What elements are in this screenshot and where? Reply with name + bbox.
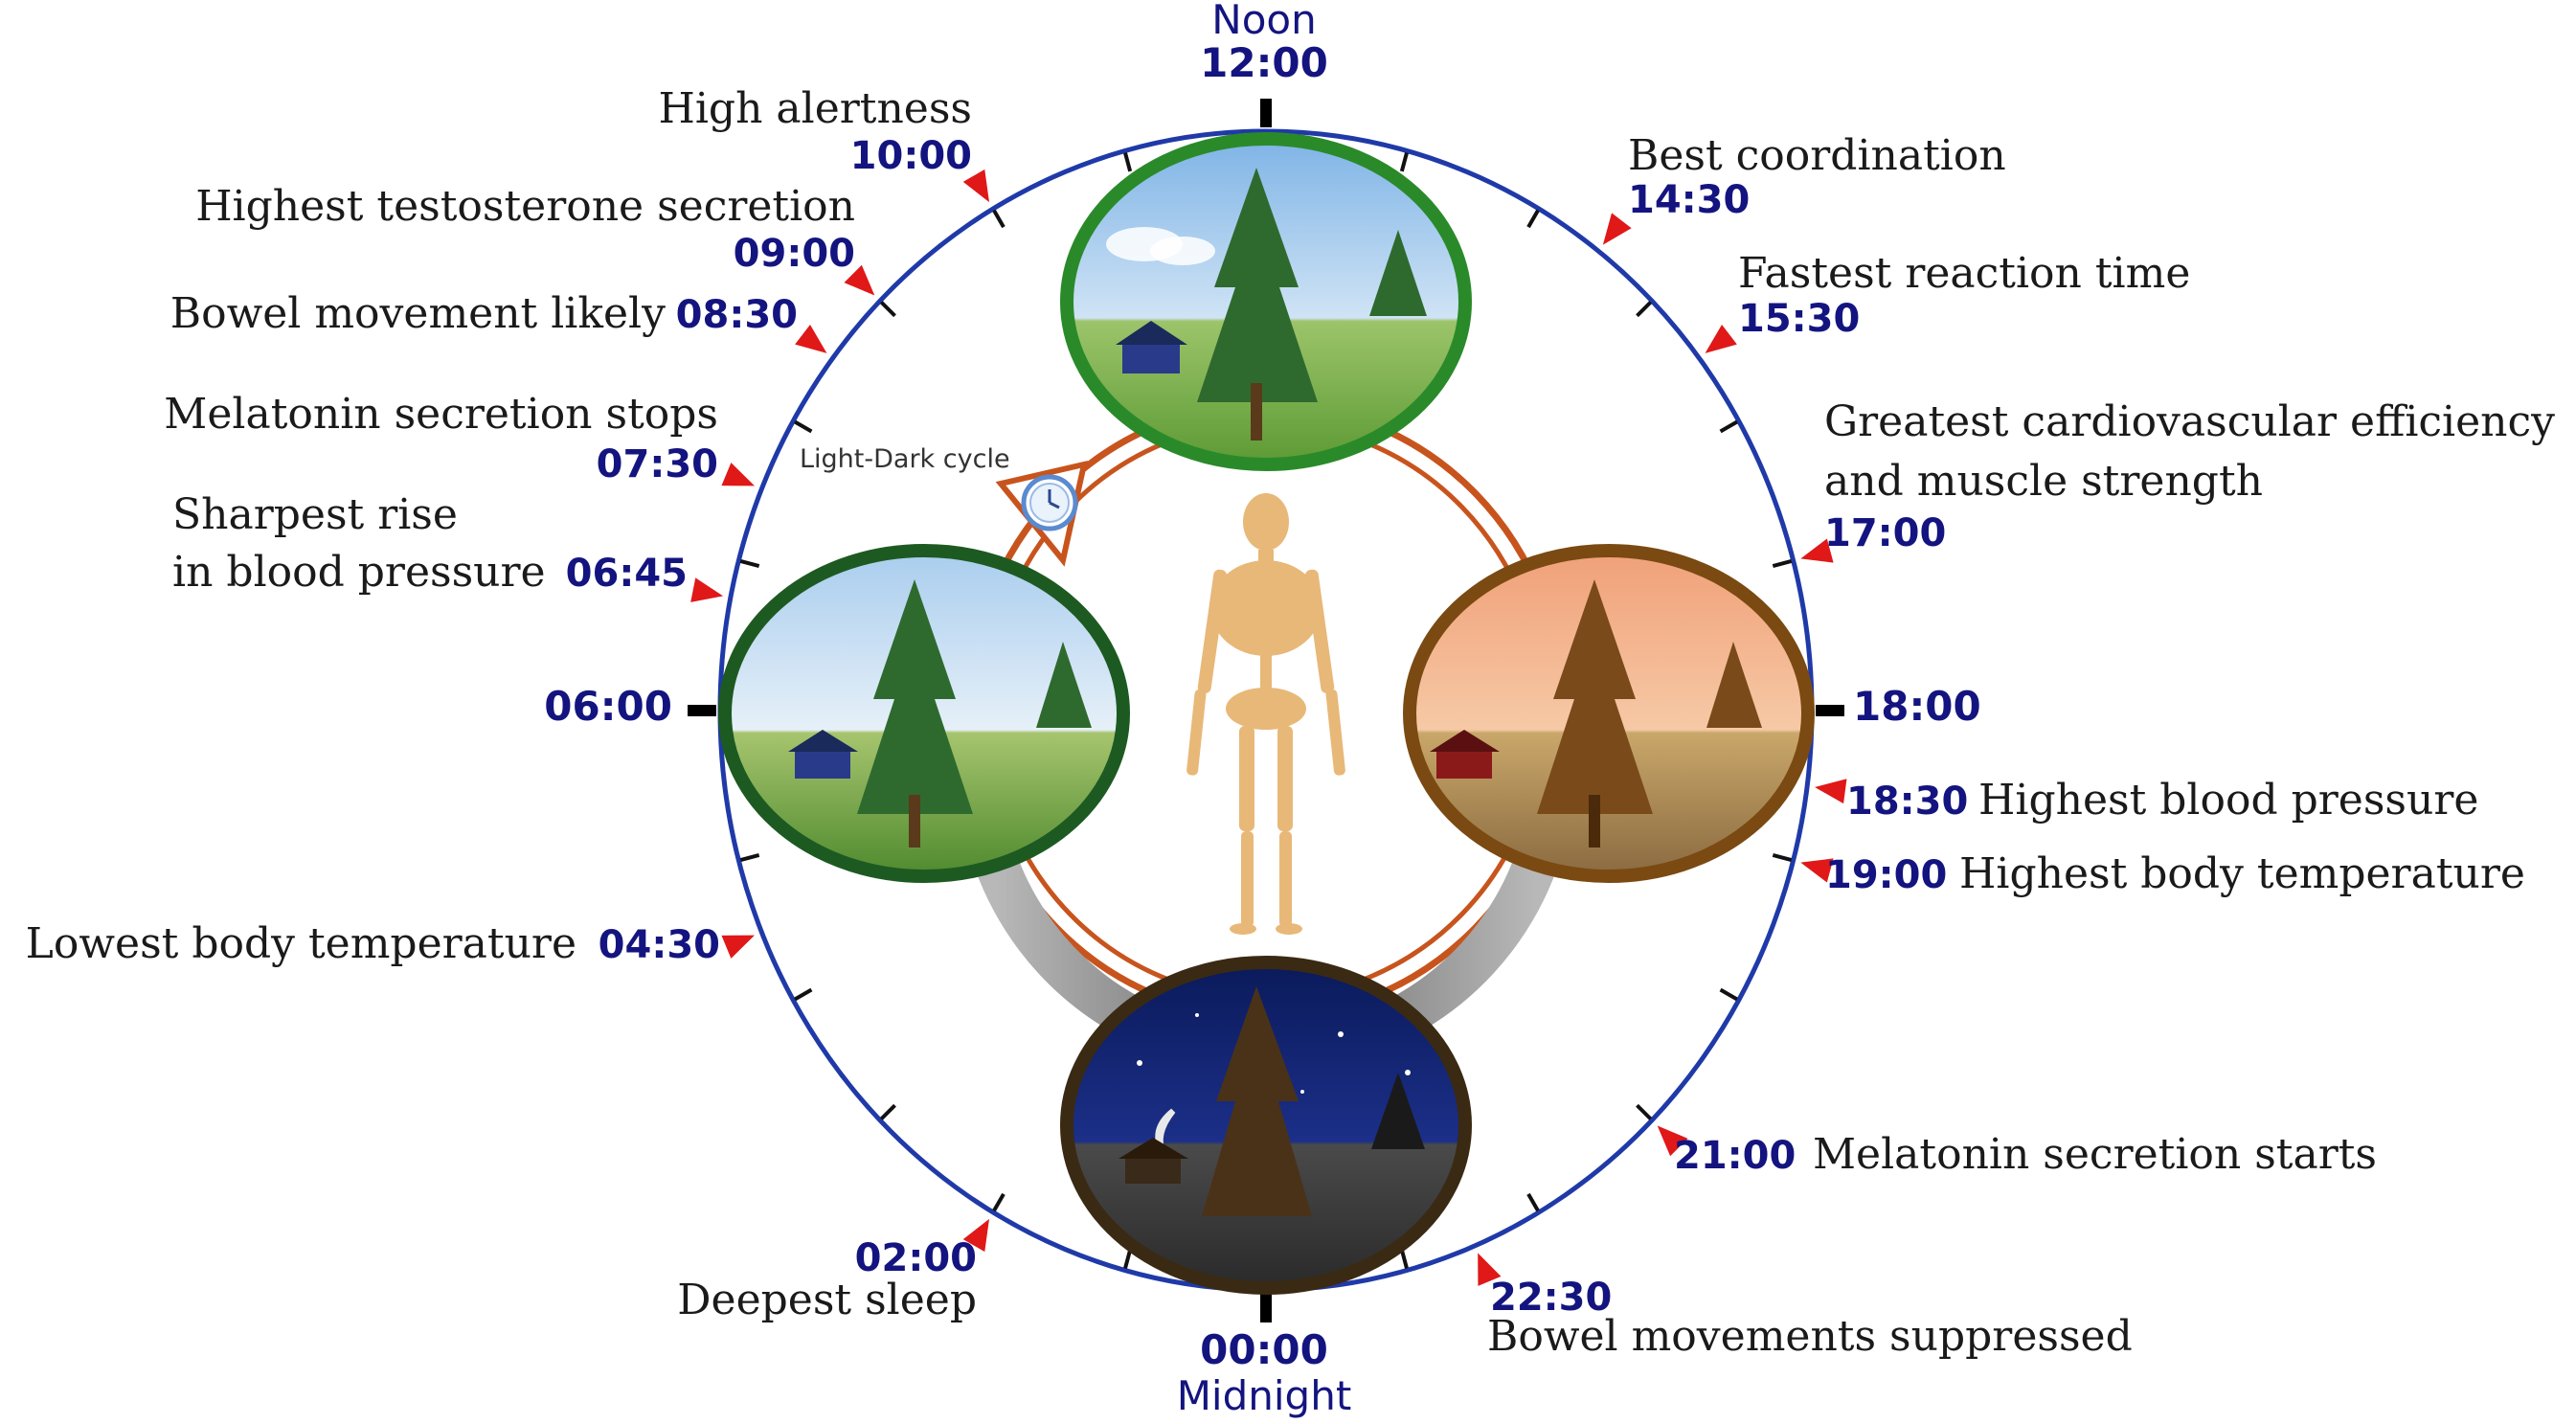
clock-tick-22 bbox=[1528, 1194, 1538, 1210]
clock-tick-02 bbox=[994, 1194, 1004, 1210]
event-time-1700: 17:00 bbox=[1824, 511, 1946, 555]
event-marker-1530 bbox=[1706, 325, 1737, 353]
event-label-1700: Greatest cardiovascular efficiency bbox=[1824, 397, 2555, 446]
event-label-1830: Highest blood pressure bbox=[1978, 776, 2478, 825]
event-time-0900: 09:00 bbox=[734, 232, 855, 276]
event-marker-0730 bbox=[721, 463, 755, 486]
event-time-0645: 06:45 bbox=[566, 552, 688, 596]
night-scene bbox=[1067, 962, 1465, 1288]
event-time-0730: 07:30 bbox=[597, 442, 718, 486]
clock-tick-23 bbox=[1402, 1250, 1407, 1268]
event-time-0430: 04:30 bbox=[599, 923, 720, 967]
clock-tick-16 bbox=[1721, 422, 1737, 432]
event-label-0900: Highest testosterone secretion bbox=[195, 182, 855, 231]
clock-tick-08 bbox=[795, 422, 811, 432]
midnight-time: 00:00 bbox=[1200, 1326, 1328, 1373]
event-marker-0645 bbox=[690, 577, 723, 602]
event-time-2100: 21:00 bbox=[1674, 1134, 1796, 1178]
six-pm-time: 18:00 bbox=[1853, 683, 1981, 730]
event-marker-0830 bbox=[795, 325, 826, 353]
clock-tick-09 bbox=[881, 303, 894, 316]
skeleton-icon bbox=[1186, 493, 1346, 935]
clock-tick-21 bbox=[1637, 1105, 1650, 1119]
event-time-0830: 08:30 bbox=[676, 293, 798, 337]
event-label-0830: Bowel movement likely bbox=[170, 289, 666, 338]
event-time-1830: 18:30 bbox=[1846, 780, 1968, 824]
clock-tick-04 bbox=[795, 990, 811, 1000]
six-am-time: 06:00 bbox=[544, 683, 672, 730]
clock-tick-01 bbox=[1125, 1250, 1130, 1268]
clock-tick-05 bbox=[740, 855, 758, 860]
event-label-0200: Deepest sleep bbox=[677, 1276, 977, 1324]
event-label-0645: Sharpest rise bbox=[172, 490, 458, 539]
event-label-2100: Melatonin secretion starts bbox=[1813, 1130, 2377, 1179]
clock-tick-14 bbox=[1528, 211, 1538, 227]
clock-tick-10 bbox=[994, 211, 1004, 227]
clock-tick-17 bbox=[1773, 561, 1791, 566]
evening-scene bbox=[1410, 551, 1808, 876]
event-label-2230: Bowel movements suppressed bbox=[1487, 1312, 2133, 1361]
event-label-1700-line2: and muscle strength bbox=[1824, 457, 2263, 506]
event-label-0645-line2: in blood pressure bbox=[172, 548, 546, 597]
event-label-1900: Highest body temperature bbox=[1959, 849, 2525, 898]
clock-tick-13 bbox=[1402, 153, 1407, 171]
event-marker-1830 bbox=[1815, 779, 1846, 803]
clock-tick-11 bbox=[1125, 153, 1130, 171]
clock-tick-15 bbox=[1637, 303, 1650, 316]
noon-label: Noon bbox=[1211, 0, 1316, 43]
event-time-1000: 10:00 bbox=[850, 134, 972, 178]
clock-tick-19 bbox=[1773, 855, 1791, 860]
event-label-0730: Melatonin secretion stops bbox=[164, 390, 718, 439]
clock-tick-03 bbox=[881, 1105, 894, 1119]
event-label-1530: Fastest reaction time bbox=[1738, 249, 2190, 298]
event-label-0430: Lowest body temperature bbox=[26, 919, 576, 968]
noon-scene bbox=[1067, 139, 1465, 464]
cycle-label: Light-Dark cycle bbox=[800, 444, 1010, 474]
noon-time: 12:00 bbox=[1200, 39, 1328, 86]
clock-tick-20 bbox=[1721, 990, 1737, 1000]
event-marker-0430 bbox=[721, 936, 755, 959]
event-time-1430: 14:30 bbox=[1628, 178, 1750, 222]
clock-icon bbox=[1024, 477, 1075, 529]
clock-tick-07 bbox=[740, 561, 758, 566]
event-time-0200: 02:00 bbox=[855, 1236, 977, 1280]
event-time-1530: 15:30 bbox=[1738, 297, 1860, 341]
event-time-1900: 19:00 bbox=[1825, 853, 1947, 897]
event-label-1430: Best coordination bbox=[1628, 131, 2006, 180]
event-label-1000: High alertness bbox=[658, 84, 972, 133]
morning-scene bbox=[725, 551, 1123, 876]
midnight-label: Midnight bbox=[1177, 1372, 1352, 1419]
